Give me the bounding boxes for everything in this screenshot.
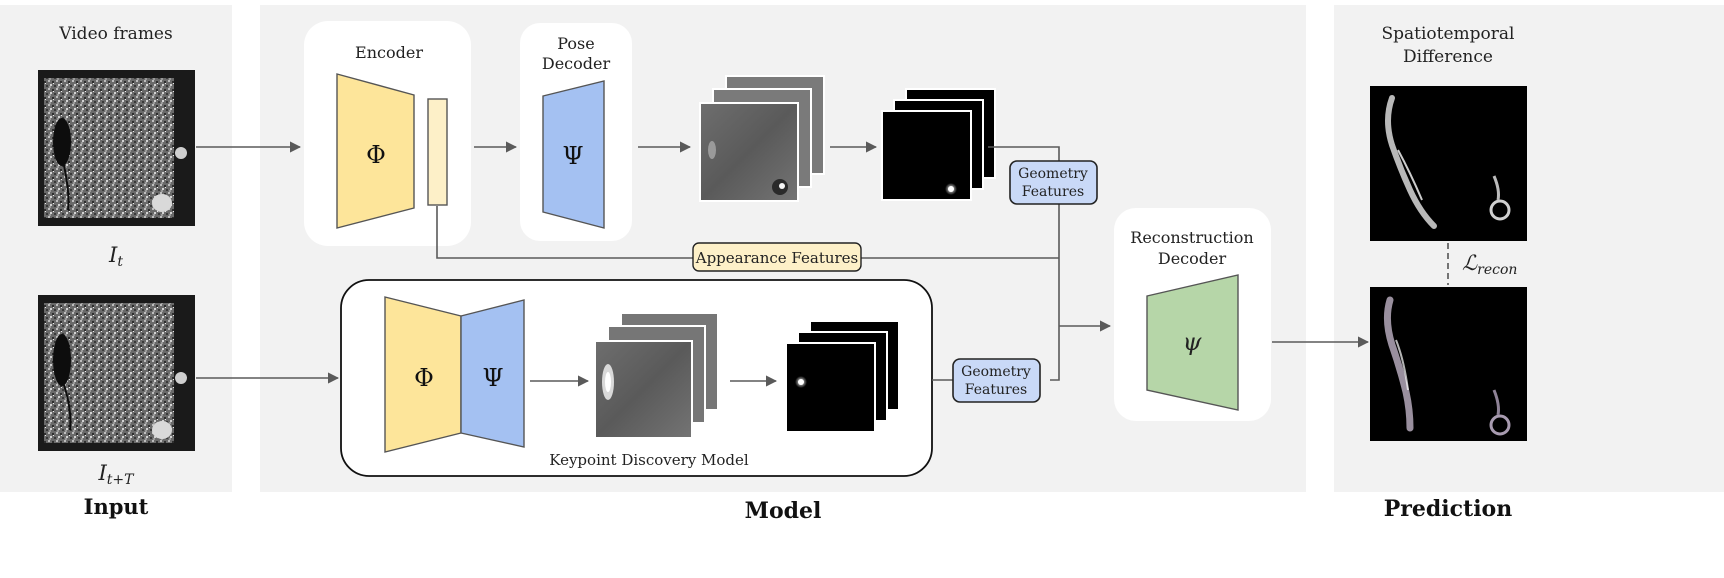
- reconstruction-shape: [1146, 274, 1239, 411]
- pose-decoder-title-1: Pose: [557, 34, 594, 53]
- keypoint-phi: Φ: [414, 364, 434, 392]
- model-section-label: Model: [745, 498, 822, 524]
- frame-bottom-label: It+T: [98, 461, 136, 488]
- pose-decoder-title-2: Decoder: [542, 54, 611, 73]
- reconstruction-title-1: Reconstruction: [1130, 228, 1253, 247]
- appearance-label: Appearance Features: [695, 249, 859, 267]
- prediction-section-label: Prediction: [1384, 496, 1512, 522]
- encoder-latent: [427, 98, 448, 206]
- geometry-bottom-line2: Features: [965, 382, 1027, 398]
- geometry-top-line: [988, 146, 1060, 381]
- geometry-top-tag: [1009, 160, 1098, 205]
- frame-top: [38, 70, 195, 226]
- keypoint-decoder-shape: [460, 299, 525, 448]
- frame-top-label: It: [108, 243, 123, 270]
- appearance-tag: [692, 242, 862, 272]
- geometry-top-line2: Features: [1022, 184, 1084, 200]
- pose-decoder-symbol: Ψ: [562, 142, 583, 170]
- bottom-keypoint-stack: [785, 320, 900, 433]
- keypoint-psi: Ψ: [482, 364, 503, 392]
- loss-label: ℒrecon: [1462, 251, 1517, 278]
- encoder-symbol: Φ: [366, 141, 386, 169]
- prediction-heading-2: Difference: [1403, 47, 1493, 67]
- video-frames-heading: Video frames: [58, 24, 172, 44]
- prediction-heading-1: Spatiotemporal: [1382, 24, 1515, 44]
- geometry-top-line1: Geometry: [1018, 166, 1088, 182]
- reconstruction-title-2: Decoder: [1158, 249, 1227, 268]
- encoder-shape: [336, 73, 415, 229]
- pose-decoder-shape: [542, 80, 605, 229]
- geometry-bottom-line1: Geometry: [961, 364, 1031, 380]
- bottom-heatmap-stack: [594, 312, 719, 439]
- encoder-title: Encoder: [355, 43, 423, 62]
- difference-target-image: [1370, 86, 1527, 241]
- difference-prediction-image: [1370, 287, 1527, 441]
- input-section-label: Input: [84, 494, 149, 519]
- top-heatmap-stack: [699, 75, 825, 202]
- keypoint-model-title: Keypoint Discovery Model: [549, 451, 749, 469]
- reconstruction-symbol: ψ: [1183, 328, 1203, 356]
- frame-bottom: [38, 295, 195, 451]
- geometry-bottom-tag: [952, 358, 1041, 403]
- top-keypoint-stack: [881, 88, 996, 201]
